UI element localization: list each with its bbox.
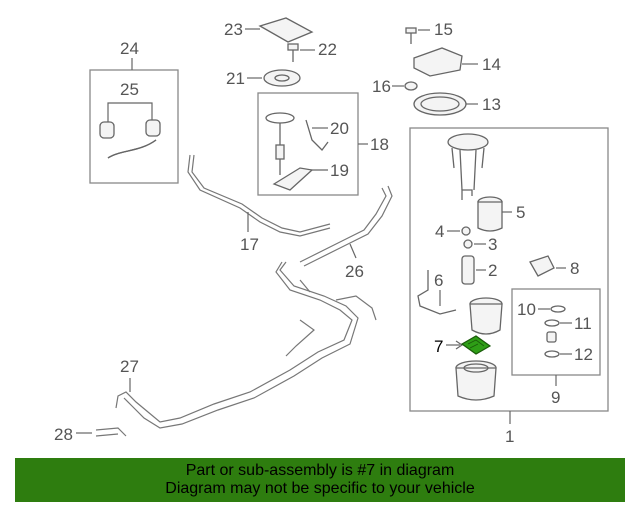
hose-clamp-25-part [99,119,161,159]
valve-part [546,331,557,343]
o-ring-12-part [544,350,560,358]
pump-module-part [469,297,503,335]
seal-4-part [461,226,471,236]
o-ring-10-part [550,305,566,313]
banner-line-1: Part or sub-assembly is #7 in diagram [185,462,455,479]
group-box-1 [409,127,609,412]
callout-1[interactable]: 1 [505,427,514,446]
callout-6[interactable]: 6 [434,271,443,290]
callout-13[interactable]: 13 [482,95,501,114]
callout-9[interactable]: 9 [551,388,560,407]
harness-6-part [417,270,457,315]
callout-19[interactable]: 19 [330,161,349,180]
callout-14[interactable]: 14 [482,55,501,74]
level-sensor-19-part [272,167,314,191]
filler-tube-26-part [299,187,387,263]
callout-22[interactable]: 22 [318,40,337,59]
parts-diagram: 24 25 23 22 21 18 20 19 15 14 [54,17,609,446]
regulator-2-part [461,255,475,285]
o-ring-11-part [544,319,560,327]
callout-17[interactable]: 17 [240,235,259,254]
callout-24[interactable]: 24 [120,39,139,58]
screw-15-part [405,27,417,44]
cap-16-part [404,81,418,91]
callout-7[interactable]: 7 [434,337,443,356]
callout-12[interactable]: 12 [574,345,593,364]
lock-ring-13-part [413,92,467,116]
seal-3-part [463,239,473,249]
callout-8[interactable]: 8 [570,259,579,278]
fuel-lines-part [115,261,353,423]
callout-28[interactable]: 28 [54,425,73,444]
callout-16[interactable]: 16 [372,77,391,96]
pump-flange-part [447,133,489,191]
cover-14-part [413,47,463,77]
bolt-22-part [287,43,299,62]
group-box-24 [89,69,179,184]
callout-3[interactable]: 3 [488,235,497,254]
banner-line-2: Diagram may not be specific to your vehi… [165,480,475,497]
callout-11[interactable]: 11 [574,314,592,333]
ring-21-part [263,69,301,87]
callout-21[interactable]: 21 [226,69,245,88]
callout-5[interactable]: 5 [516,203,525,222]
bracket-23-part [258,17,314,43]
callout-15[interactable]: 15 [434,20,453,39]
float-arm-20-part [305,119,329,151]
sensor-8-part [529,255,555,277]
info-banner: Part or sub-assembly is #7 in diagram Di… [15,458,625,502]
callout-10[interactable]: 10 [517,300,536,319]
callout-27[interactable]: 27 [120,357,139,376]
callout-20[interactable]: 20 [330,119,349,138]
sender-unit-part [265,112,295,175]
callout-25[interactable]: 25 [120,80,139,99]
fuel-filter-5-part [477,196,503,232]
fuel-hose-17-part [187,154,331,237]
callout-26[interactable]: 26 [345,262,364,281]
callout-23[interactable]: 23 [224,20,243,39]
pump-reservoir-part [455,360,497,401]
line-28-part [95,427,127,437]
callout-2[interactable]: 2 [488,261,497,280]
callout-4[interactable]: 4 [435,222,444,241]
callout-18[interactable]: 18 [370,135,389,154]
